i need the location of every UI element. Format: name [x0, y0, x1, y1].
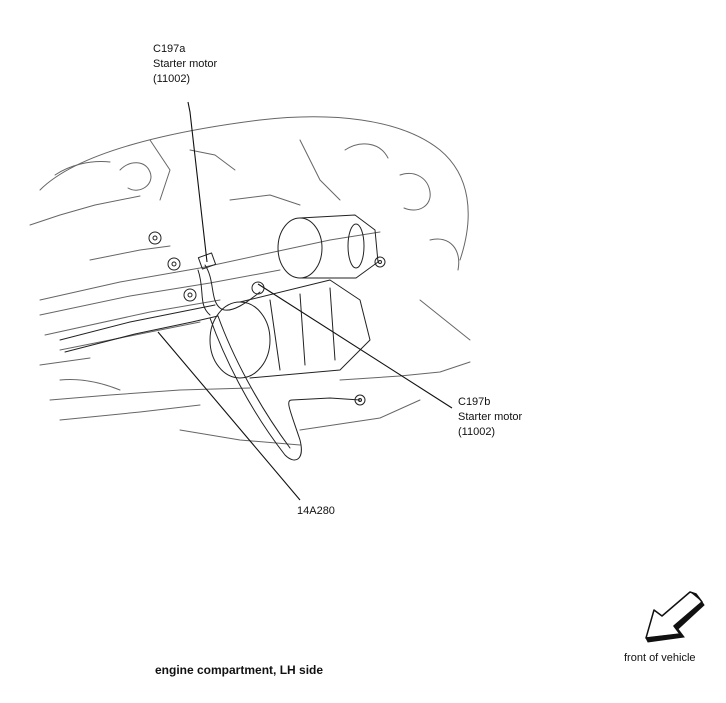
mounting-bolts: [148, 231, 386, 406]
front-of-vehicle-label: front of vehicle: [624, 652, 696, 664]
engine-block-outline: [29, 116, 471, 446]
starter-motor: [209, 214, 379, 379]
figure-caption: engine compartment, LH side: [155, 663, 324, 677]
callout-c197b-part: (11002): [458, 426, 496, 438]
callout-14a280-id: 14A280: [297, 505, 335, 517]
front-arrow-icon: [645, 591, 705, 643]
leader-line-14a280: [157, 331, 301, 501]
callout-c197a-id: C197a: [153, 43, 186, 55]
callout-c197b: C197b Starter motor (11002): [458, 395, 522, 440]
callout-c197a: C197a Starter motor (11002): [153, 42, 217, 87]
callout-c197b-name: Starter motor: [458, 411, 523, 423]
wiring-harness: [59, 252, 361, 461]
callout-c197a-name: Starter motor: [153, 58, 218, 70]
leader-line-c197a: [187, 101, 208, 263]
callout-c197b-id: C197b: [458, 396, 491, 408]
callout-14a280: 14A280: [297, 504, 335, 519]
leader-line-c197b: [257, 283, 453, 409]
callout-c197a-part: (11002): [153, 73, 191, 85]
